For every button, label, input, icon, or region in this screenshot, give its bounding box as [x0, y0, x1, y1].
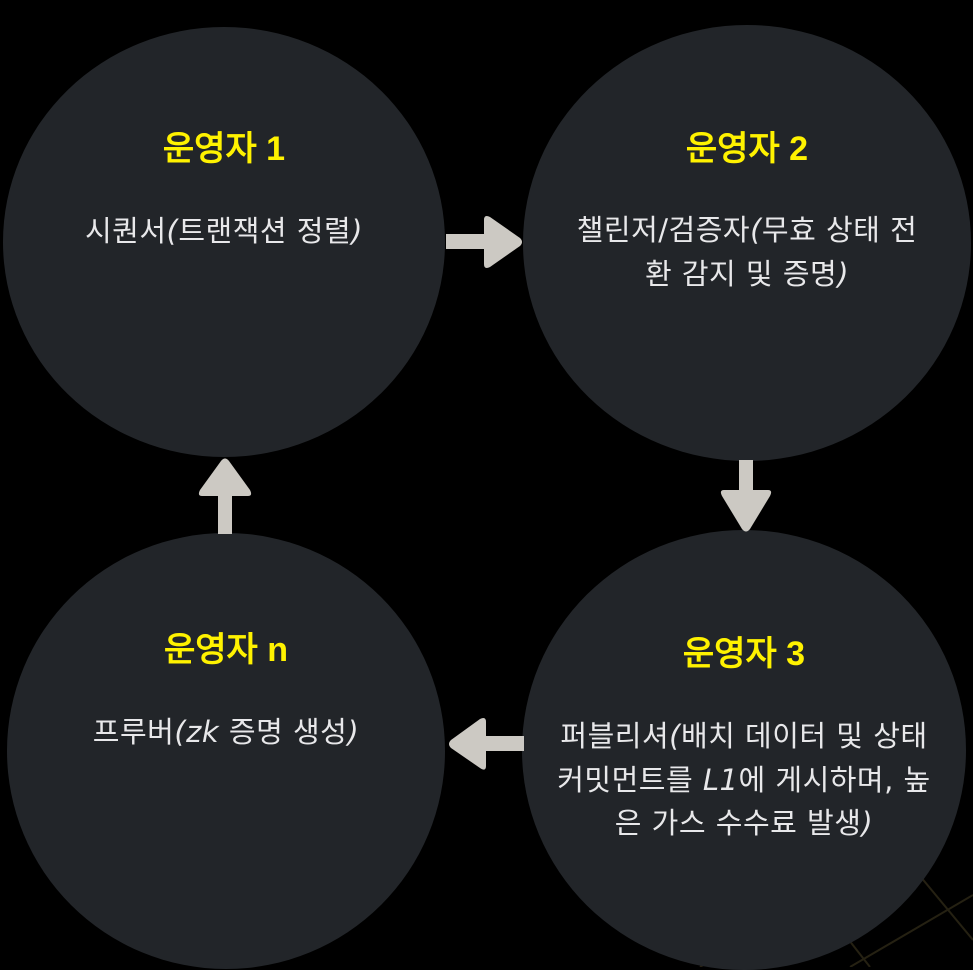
operator-3-description: 퍼블리셔(배치 데이터 및 상태 커밋먼트를 L1에 게시하며, 높은 가스 수…: [554, 715, 934, 846]
operator-1-title: 운영자 1: [162, 130, 286, 168]
description-segment: 챌린저/검증자: [576, 213, 751, 247]
operator-2-description: 챌린저/검증자(무효 상태 전환 감지 및 증명): [567, 209, 927, 296]
description-segment: 퍼블리셔: [560, 719, 670, 753]
arrow-up-icon: [196, 456, 256, 534]
operator-2-title: 운영자 2: [685, 130, 809, 168]
arrow-down-icon: [718, 460, 778, 534]
description-segment: 배치 데이터 및 상태 커밋먼트를: [557, 719, 928, 797]
description-segment: ): [861, 806, 874, 840]
description-segment: (: [166, 214, 179, 248]
operator-1-description: 시퀀서(트랜잭션 정렬): [44, 210, 404, 254]
description-segment: ): [837, 256, 850, 291]
description-segment: L1: [702, 762, 739, 797]
description-segment: 시퀀서: [84, 214, 167, 248]
description-segment: (: [174, 715, 187, 749]
operator-2-node: 운영자 2 챌린저/검증자(무효 상태 전환 감지 및 증명): [523, 25, 971, 461]
operator-n-title: 운영자 n: [163, 631, 289, 669]
description-segment: zk: [186, 715, 220, 749]
operator-n-description: 프루버(zk 증명 생성): [91, 711, 361, 755]
description-segment: 무효 상태 전환 감지 및 증명: [644, 213, 918, 291]
description-segment: (: [669, 719, 681, 753]
arrow-left-icon: [446, 715, 524, 775]
operator-1-node: 운영자 1 시퀀서(트랜잭션 정렬): [3, 27, 445, 457]
description-segment: ): [347, 715, 360, 749]
description-segment: 트랜잭션 정렬: [178, 214, 352, 248]
operator-3-node: 운영자 3 퍼블리셔(배치 데이터 및 상태 커밋먼트를 L1에 게시하며, 높…: [522, 530, 966, 970]
description-segment: ): [351, 214, 363, 248]
description-segment: 프루버: [92, 715, 175, 749]
operator-3-title: 운영자 3: [682, 635, 806, 673]
description-segment: 증명 생성: [219, 715, 348, 749]
description-segment: (: [750, 213, 762, 247]
operator-n-node: 운영자 n 프루버(zk 증명 생성): [7, 533, 445, 969]
description-segment: 에 게시하며, 높은 가스 수수료 발생: [614, 762, 931, 841]
arrow-right-icon: [446, 212, 524, 272]
grid-line: [914, 869, 973, 941]
